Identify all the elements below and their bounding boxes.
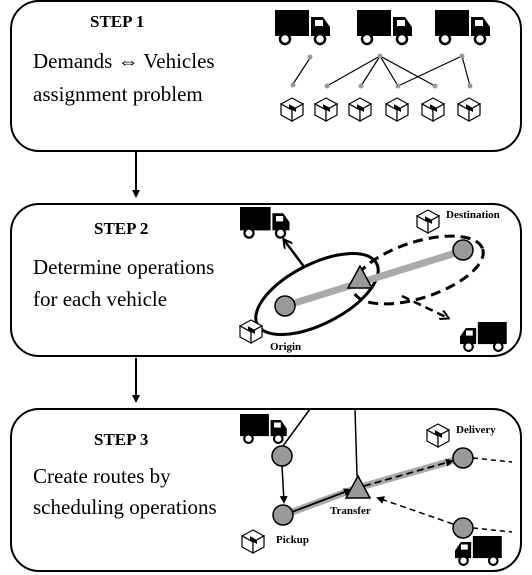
pickup-node bbox=[272, 504, 294, 526]
destination-node bbox=[452, 239, 474, 261]
assignment-nodes bbox=[290, 53, 473, 89]
transfer-triangle-icon bbox=[344, 474, 372, 499]
step-2-desc-line1: Determine operations bbox=[33, 255, 214, 279]
assignment-lines bbox=[292, 55, 471, 87]
origin-node bbox=[274, 295, 296, 317]
step-3-box: STEP 3 Create routes by scheduling opera… bbox=[10, 408, 522, 572]
step-1-desc-line1: Demands ⇔ Vehicles bbox=[33, 49, 215, 73]
step-3-title: STEP 3 bbox=[94, 430, 148, 449]
step-1-box: STEP 1 Demands ⇔ Vehicles assignment pro… bbox=[10, 0, 522, 152]
step-2-title: STEP 2 bbox=[94, 219, 148, 238]
step-1-title: STEP 1 bbox=[90, 12, 144, 31]
delivery-label: Delivery bbox=[456, 424, 496, 436]
destination-label: Destination bbox=[446, 209, 500, 221]
step-1-desc-line2: assignment problem bbox=[33, 82, 203, 106]
step-3-desc-line1: Create routes by bbox=[33, 464, 171, 488]
delivery-node bbox=[452, 447, 474, 469]
step-2-box: STEP 2 Determine operations for each veh… bbox=[10, 203, 522, 357]
transfer-triangle-icon bbox=[346, 264, 374, 289]
origin-label: Origin bbox=[270, 341, 301, 353]
pickup-label: Pickup bbox=[276, 534, 309, 546]
step-3-desc-line2: scheduling operations bbox=[33, 495, 217, 519]
transfer-label: Transfer bbox=[330, 505, 371, 517]
step-2-desc-line2: for each vehicle bbox=[33, 287, 167, 311]
